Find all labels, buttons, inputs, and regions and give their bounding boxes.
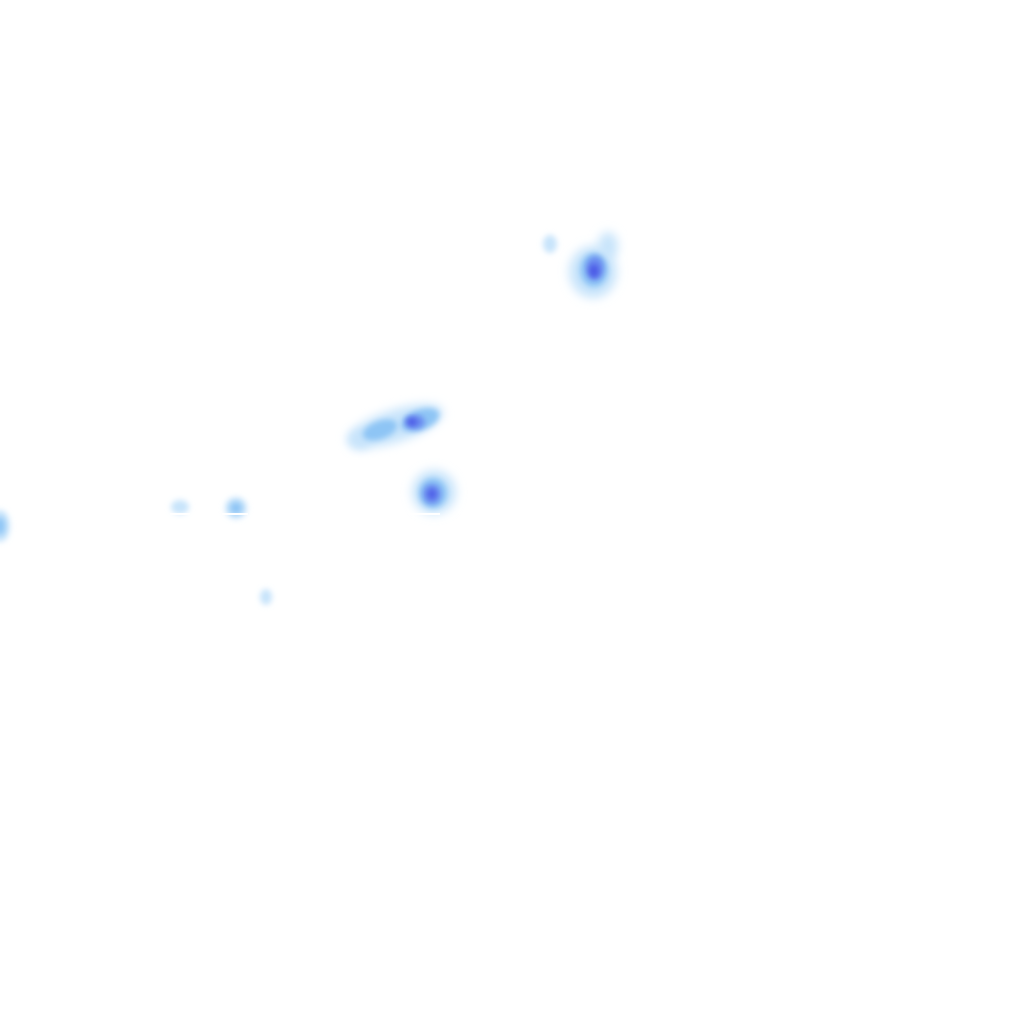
echo-cell-southwest (260, 589, 272, 605)
echo-cell-small-north (543, 235, 557, 253)
echo-band-central (347, 404, 443, 449)
echo-light-region (260, 589, 272, 605)
echo-mod-region (230, 502, 242, 514)
echo-intense-region (407, 418, 417, 426)
echo-cell-west-2 (171, 500, 189, 514)
echo-light-region (543, 235, 557, 253)
echo-cell-west-1 (225, 497, 247, 519)
echo-cell-northeast (569, 232, 618, 298)
echo-cell-west-edge (0, 510, 10, 542)
echo-mod-region (362, 419, 398, 441)
echo-light-region (598, 232, 618, 260)
echo-intense-region (589, 264, 599, 278)
echo-light-region (171, 500, 189, 514)
echo-cell-south-central (412, 470, 456, 514)
echo-mod-region (0, 517, 5, 535)
echo-intense-region (428, 489, 436, 499)
